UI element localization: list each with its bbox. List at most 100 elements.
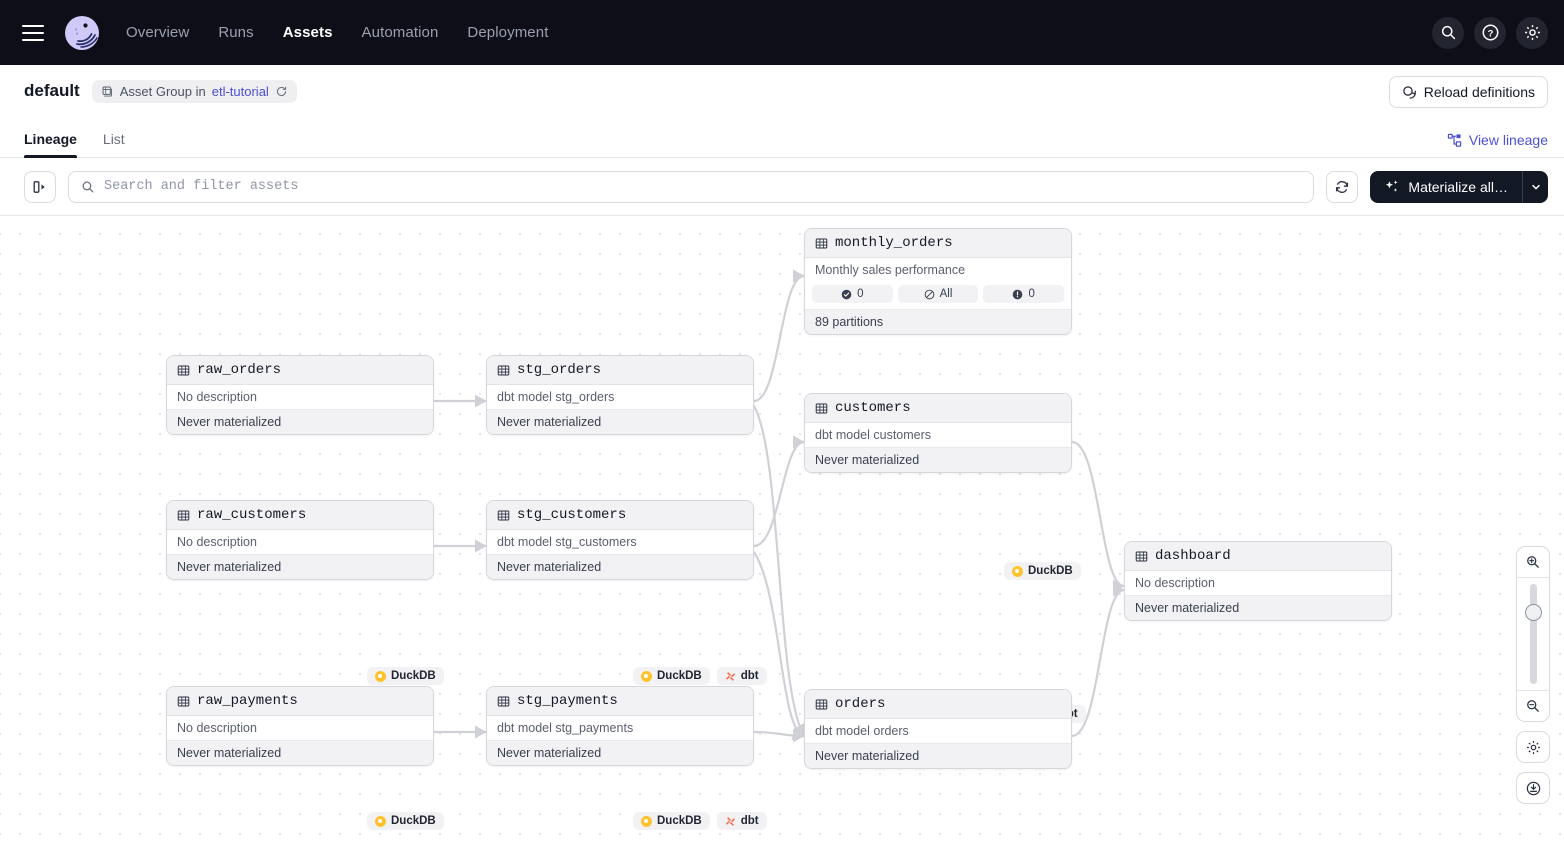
asset-node-stg-orders[interactable]: stg_orders dbt model stg_orders Never ma… <box>486 355 754 435</box>
asset-status: Never materialized <box>487 740 753 765</box>
nav-link-overview[interactable]: Overview <box>126 24 190 41</box>
table-icon <box>815 699 828 709</box>
refresh-icon[interactable] <box>275 85 288 98</box>
asset-name-label: stg_customers <box>517 507 627 523</box>
nav-link-assets[interactable]: Assets <box>282 24 333 41</box>
asset-node-title: raw_customers <box>167 501 433 530</box>
help-button[interactable]: ? <box>1474 16 1506 49</box>
asset-node-title: raw_orders <box>167 356 433 385</box>
asset-node-monthly-orders[interactable]: monthly_orders Monthly sales performance… <box>804 228 1072 335</box>
reload-icon <box>1402 85 1416 99</box>
asset-description: No description <box>167 385 433 409</box>
asset-description: No description <box>1125 571 1391 595</box>
tag-label: DuckDB <box>391 670 436 682</box>
chevron-down-icon <box>1531 184 1540 189</box>
dagster-logo-icon[interactable] <box>62 13 102 53</box>
asset-node-stg-customers[interactable]: stg_customers dbt model stg_customers Ne… <box>486 500 754 580</box>
exclamation-circle-icon <box>1013 289 1023 299</box>
asset-description: dbt model stg_customers <box>487 530 753 554</box>
zoom-slider-bar <box>1529 584 1537 684</box>
tag-label: DuckDB <box>657 670 702 682</box>
search-button[interactable] <box>1432 16 1464 49</box>
asset-node-raw-payments[interactable]: raw_payments No description Never materi… <box>166 686 434 766</box>
chip-link-etl-tutorial[interactable]: etl-tutorial <box>211 83 269 99</box>
svg-text:?: ? <box>1487 28 1493 39</box>
nav-links: Overview Runs Assets Automation Deployme… <box>126 24 548 41</box>
asset-status: Never materialized <box>487 409 753 434</box>
materialize-all-group[interactable]: Materialize all… <box>1370 170 1548 203</box>
asset-status: Never materialized <box>1125 595 1391 620</box>
asset-partitions-count: 89 partitions <box>805 309 1071 334</box>
nav-link-deployment[interactable]: Deployment <box>467 24 549 41</box>
asset-description: dbt model stg_payments <box>487 716 753 740</box>
partition-stats-row: 0 All 0 <box>805 282 1071 309</box>
tag-duckdb[interactable]: DuckDB <box>367 812 444 830</box>
partition-stat-materialized[interactable]: 0 <box>812 285 893 303</box>
refresh-graph-button[interactable] <box>1326 170 1359 203</box>
lineage-graph-canvas[interactable]: monthly_orders Monthly sales performance… <box>0 216 1564 841</box>
hamburger-menu-icon[interactable] <box>22 24 44 41</box>
partition-stat-missing[interactable]: All <box>897 285 979 303</box>
asset-node-dashboard[interactable]: dashboard No description Never materiali… <box>1124 541 1392 621</box>
materialize-dropdown-button[interactable] <box>1522 170 1548 203</box>
asset-node-customers[interactable]: customers dbt model customers Never mate… <box>804 393 1072 473</box>
search-input[interactable] <box>104 179 1302 194</box>
table-icon <box>177 696 190 706</box>
divider <box>1517 577 1549 578</box>
view-lineage-link[interactable]: View lineage <box>1447 132 1548 148</box>
asset-status: Never materialized <box>487 554 753 579</box>
zoom-slider-handle[interactable] <box>1524 604 1542 621</box>
panel-expand-icon <box>33 180 45 193</box>
asset-node-orders[interactable]: orders dbt model orders Never materializ… <box>804 689 1072 769</box>
tag-dbt[interactable]: dbt <box>716 667 767 685</box>
reload-definitions-button[interactable]: Reload definitions <box>1388 76 1548 108</box>
search-icon <box>82 181 94 193</box>
asset-name-label: raw_payments <box>197 693 298 709</box>
zoom-in-button[interactable] <box>1517 547 1549 577</box>
tag-duckdb[interactable]: DuckDB <box>1004 562 1081 580</box>
partition-stat-value: 0 <box>857 288 864 300</box>
asset-node-title: stg_customers <box>487 501 753 530</box>
asset-description: dbt model customers <box>805 423 1071 447</box>
page-header: default Asset Group in etl-tutorial Relo… <box>0 65 1564 117</box>
tag-duckdb[interactable]: DuckDB <box>633 667 710 685</box>
asset-toolbar: Materialize all… <box>0 158 1564 216</box>
tag-label: DuckDB <box>657 815 702 827</box>
duckdb-icon <box>641 815 652 827</box>
tab-lineage[interactable]: Lineage <box>24 131 77 158</box>
search-filter-box[interactable] <box>68 170 1315 203</box>
tag-dbt[interactable]: dbt <box>716 812 767 830</box>
search-icon <box>1441 25 1455 40</box>
table-icon <box>815 403 828 413</box>
toggle-sidebar-button[interactable] <box>24 170 56 203</box>
lineage-icon <box>1447 133 1462 147</box>
asset-name-label: customers <box>835 400 911 416</box>
tag-label: DuckDB <box>1028 565 1073 577</box>
asset-tags-raw-orders: DuckDB <box>367 667 444 685</box>
duckdb-icon <box>375 670 386 682</box>
zoom-slider-track[interactable] <box>1517 578 1549 690</box>
asset-name-label: orders <box>835 696 886 712</box>
asset-node-raw-customers[interactable]: raw_customers No description Never mater… <box>166 500 434 580</box>
asset-node-raw-orders[interactable]: raw_orders No description Never material… <box>166 355 434 435</box>
tag-duckdb[interactable]: DuckDB <box>367 667 444 685</box>
asset-node-title: dashboard <box>1125 542 1391 571</box>
nav-link-runs[interactable]: Runs <box>218 24 254 41</box>
check-circle-icon <box>841 289 852 299</box>
nav-link-automation[interactable]: Automation <box>361 24 439 41</box>
settings-button[interactable] <box>1516 16 1548 49</box>
materialize-all-button[interactable]: Materialize all… <box>1370 171 1522 203</box>
zoom-out-button[interactable] <box>1517 691 1549 721</box>
page-title: default <box>24 81 80 100</box>
graph-settings-button[interactable] <box>1516 731 1550 763</box>
fit-to-screen-button[interactable] <box>1516 772 1550 804</box>
asset-name-label: dashboard <box>1155 548 1231 564</box>
tag-label: dbt <box>740 670 759 682</box>
asset-node-title: raw_payments <box>167 687 433 716</box>
asset-tags-stg-orders: DuckDB dbt <box>633 667 767 685</box>
zoom-controls <box>1516 546 1550 804</box>
partition-stat-failed[interactable]: 0 <box>983 285 1065 303</box>
asset-node-stg-payments[interactable]: stg_payments dbt model stg_payments Neve… <box>486 686 754 766</box>
tab-list[interactable]: List <box>102 131 125 147</box>
tag-duckdb[interactable]: DuckDB <box>633 812 710 830</box>
